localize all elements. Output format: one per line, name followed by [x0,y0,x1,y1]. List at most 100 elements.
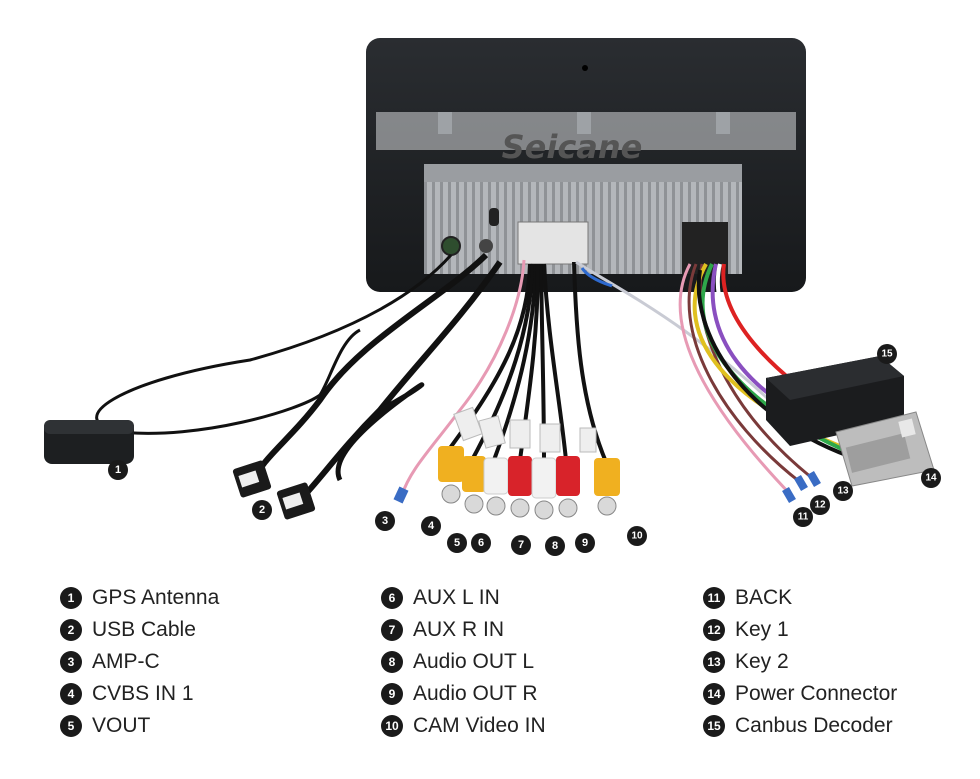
legend-number-badge: 15 [703,715,725,737]
wiring-diagram: Seicane [44,38,941,556]
mount-clip [716,112,730,134]
svg-text:9: 9 [582,537,588,549]
legend-number-badge: 2 [60,619,82,641]
legend-item: 11 BACK [703,582,980,614]
legend-label: Audio OUT R [413,682,538,705]
legend-number-badge: 4 [60,683,82,705]
legend-label: CAM Video IN [413,714,546,737]
rca-plug-aux-r-in [508,456,532,518]
callout-10: 10 [627,526,647,546]
legend-number-badge: 1 [60,587,82,609]
legend-number-badge: 14 [703,683,725,705]
head-unit: Seicane [366,38,806,292]
rca-plug-cvbs-in-1 [438,446,464,504]
legend-number-badge: 13 [703,651,725,673]
legend-label: AMP-C [92,650,160,673]
legend-item: 13 Key 2 [703,646,980,678]
legend-label: VOUT [92,714,151,737]
svg-text:6: 6 [478,537,484,549]
legend-item: 15 Canbus Decoder [703,710,980,742]
callout-11: 11 [793,507,813,527]
callouts: 1 2 3 4 5 6 7 8 9 10 11 12 13 14 15 [108,344,941,556]
gps-antenna [44,254,453,464]
svg-text:15: 15 [881,349,893,360]
key1-wire [687,263,801,484]
rca-plug-audio-out-r [556,456,580,518]
fuse-slot [489,208,499,226]
cable-tag [478,415,506,449]
svg-text:8: 8 [552,540,558,552]
svg-text:14: 14 [925,473,937,484]
rca-plug-vout [462,456,486,514]
legend-number-badge: 3 [60,651,82,673]
legend-label: Audio OUT L [413,650,535,673]
svg-text:5: 5 [454,537,460,549]
legend-label: Power Connector [735,682,898,705]
legend-item: 8 Audio OUT L [381,646,681,678]
cable-tag [579,427,597,453]
usb-cables [232,252,503,520]
legend-label: Canbus Decoder [735,714,893,737]
legend-item: 10 CAM Video IN [381,710,681,742]
cable-tag [509,419,531,449]
callout-1: 1 [108,460,128,480]
chassis-top [424,164,742,182]
svg-text:13: 13 [837,486,849,497]
legend-item: 5 VOUT [60,710,360,742]
legend-item: 3 AMP-C [60,646,360,678]
legend-label: Key 2 [735,650,789,673]
svg-text:11: 11 [798,512,809,523]
amp-c-terminal [393,486,409,504]
legend-number-badge: 9 [381,683,403,705]
legend-label: GPS Antenna [92,586,220,609]
usb-port [479,239,493,253]
callout-8: 8 [545,536,565,556]
svg-text:12: 12 [814,500,826,511]
usb-cable-1 [252,252,489,481]
legend: 1 GPS Antenna 2 USB Cable 3 AMP-C 4 CVBS IN … [0,582,980,772]
rca-plug-cam-video-in [594,458,620,516]
legend-label: CVBS IN 1 [92,682,194,705]
legend-label: AUX R IN [413,618,505,641]
diagram-canvas: Seicane [44,38,941,556]
callout-5: 5 [447,533,467,553]
mount-clip [438,112,452,134]
legend-label: BACK [735,586,793,609]
power-connector [835,411,935,487]
svg-text:2: 2 [259,504,265,516]
amp-c-wire [393,259,526,504]
callout-7: 7 [511,535,531,555]
callout-3: 3 [375,511,395,531]
callout-15: 15 [877,344,897,364]
cable-tag [539,423,561,453]
back-wire [678,263,792,496]
legend-number-badge: 10 [381,715,403,737]
gps-port [441,236,461,256]
cable-tag [453,406,483,442]
callout-6: 6 [471,533,491,553]
callout-12: 12 [810,495,830,515]
rca-bundle [438,261,620,520]
svg-text:7: 7 [518,539,524,551]
callout-2: 2 [252,500,272,520]
legend-number-badge: 5 [60,715,82,737]
legend-number-badge: 8 [381,651,403,673]
legend-label: Key 1 [735,618,789,641]
legend-number-badge: 6 [381,587,403,609]
legend-item: 2 USB Cable [60,614,360,646]
usb-cable-2 [297,260,503,503]
mount-clip [577,112,591,134]
callout-13: 13 [833,481,853,501]
legend-number-badge: 11 [703,587,725,609]
svg-text:3: 3 [382,515,388,527]
legend-item: 14 Power Connector [703,678,980,710]
svg-text:4: 4 [428,520,435,532]
legend-label: USB Cable [92,618,196,641]
rca-plug-audio-out-l [531,457,557,520]
callout-4: 4 [421,516,441,536]
